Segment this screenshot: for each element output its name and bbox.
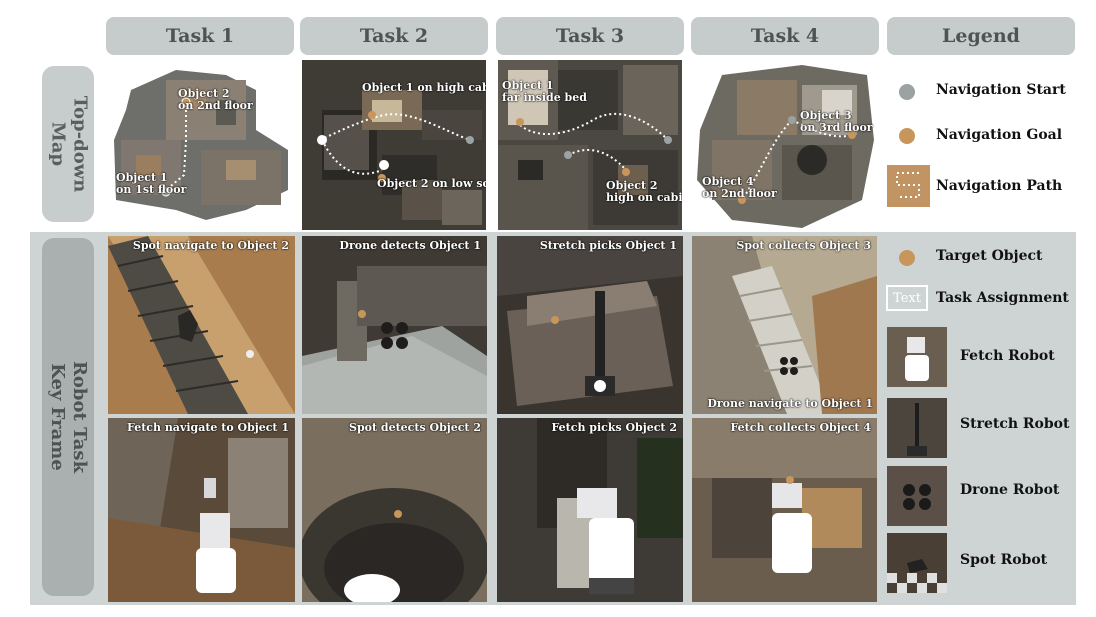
nav-path-swatch [887,165,930,207]
spot-robot-thumbnail [887,533,947,593]
frame-r1-task-4: Spot collects Object 3 Drone navigate to… [692,236,877,414]
frame-r1-task-3: Stretch picks Object 1 [497,236,683,414]
map-task-2: Object 1 on high cabinet Object 2 on low… [302,60,486,230]
spot-robot-image [887,533,947,593]
fetch-robot-image [887,327,947,387]
frame-r2-4-image [692,418,877,602]
stretch-robot-image [887,398,947,458]
frame-r1-3-caption: Stretch picks Object 1 [539,239,677,252]
map-3-label-object-2: Object 2 high on cabinet [606,179,682,204]
map-task-4-image [697,65,874,228]
map-task-3: Object 1 far inside bed Object 2 high on… [498,60,682,230]
legend-task-assignment: Task Assignment [936,290,1069,306]
text-box-sample: Text [886,285,928,311]
frame-r1-2-caption: Drone detects Object 1 [339,239,481,252]
frame-r2-task-2: Spot detects Object 2 [302,418,487,602]
drone-robot-image [887,466,947,526]
legend-stretch-robot: Stretch Robot [960,416,1070,432]
legend-drone-robot: Drone Robot [960,482,1060,498]
frame-r2-2-caption: Spot detects Object 2 [349,421,481,434]
map-2-label-object-2: Object 2 on low sofa [377,177,486,190]
header-task-1: Task 1 [106,17,294,55]
frame-r1-1-image [108,236,295,414]
frame-r1-4-image [692,236,877,414]
map-1-label-object-1: Object 1 on 1st floor [116,171,187,196]
header-legend: Legend [887,17,1075,55]
frame-r1-2-image [302,236,487,414]
frame-r2-2-image [302,418,487,602]
map-task-4: Object 3 on 3rd floor Object 4 on 2nd fl… [692,60,876,230]
frame-r1-task-1: Spot navigate to Object 2 [108,236,295,414]
row-label-bottom-text: Robot Task Key Frame [47,360,91,474]
header-task-4: Task 4 [691,17,879,55]
map-4-label-object-3: Object 3 on 3rd floor [800,109,873,134]
nav-path-icon [896,172,920,198]
fetch-robot-thumbnail [887,327,947,387]
stretch-robot-thumbnail [887,398,947,458]
frame-r2-1-image [108,418,295,602]
map-task-2-image [302,60,486,230]
frame-r1-4-caption-2: Drone navigate to Object 1 [707,397,873,410]
frame-r2-1-caption: Fetch navigate to Object 1 [127,421,289,434]
legend-spot-robot: Spot Robot [960,552,1048,568]
map-task-3-image [498,60,682,230]
map-3-label-object-1: Object 1 far inside bed [502,79,587,104]
nav-start-marker [899,84,915,100]
header-task-2: Task 2 [300,17,488,55]
nav-goal-marker [899,128,915,144]
target-object-marker [899,250,915,266]
map-task-1-image [114,70,288,220]
frame-r2-3-image [497,418,683,602]
legend-target-object: Target Object [936,248,1043,264]
map-2-label-object-1: Object 1 on high cabinet [362,81,486,94]
row-label-key-frame: Robot Task Key Frame [42,238,94,596]
legend-nav-path: Navigation Path [936,178,1063,194]
frame-r1-1-caption: Spot navigate to Object 2 [132,239,289,252]
header-task-3: Task 3 [496,17,684,55]
row-label-top-text: Top-down Map [47,95,91,193]
frame-r1-3-image [497,236,683,414]
frame-r1-4-caption: Spot collects Object 3 [736,239,871,252]
frame-r2-4-caption: Fetch collects Object 4 [730,421,871,434]
legend-nav-goal: Navigation Goal [936,127,1063,143]
map-task-1: Object 2 on 2nd floor Object 1 on 1st fl… [106,60,296,230]
frame-r2-task-3: Fetch picks Object 2 [497,418,683,602]
frame-r2-3-caption: Fetch picks Object 2 [551,421,677,434]
legend-nav-start: Navigation Start [936,82,1066,98]
frame-r2-task-4: Fetch collects Object 4 [692,418,877,602]
map-1-label-object-2: Object 2 on 2nd floor [178,87,253,112]
row-label-top-down-map: Top-down Map [42,66,94,222]
map-4-label-object-4: Object 4 on 2nd floor [702,175,777,200]
legend-fetch-robot: Fetch Robot [960,348,1055,364]
frame-r2-task-1: Fetch navigate to Object 1 [108,418,295,602]
drone-robot-thumbnail [887,466,947,526]
frame-r1-task-2: Drone detects Object 1 [302,236,487,414]
